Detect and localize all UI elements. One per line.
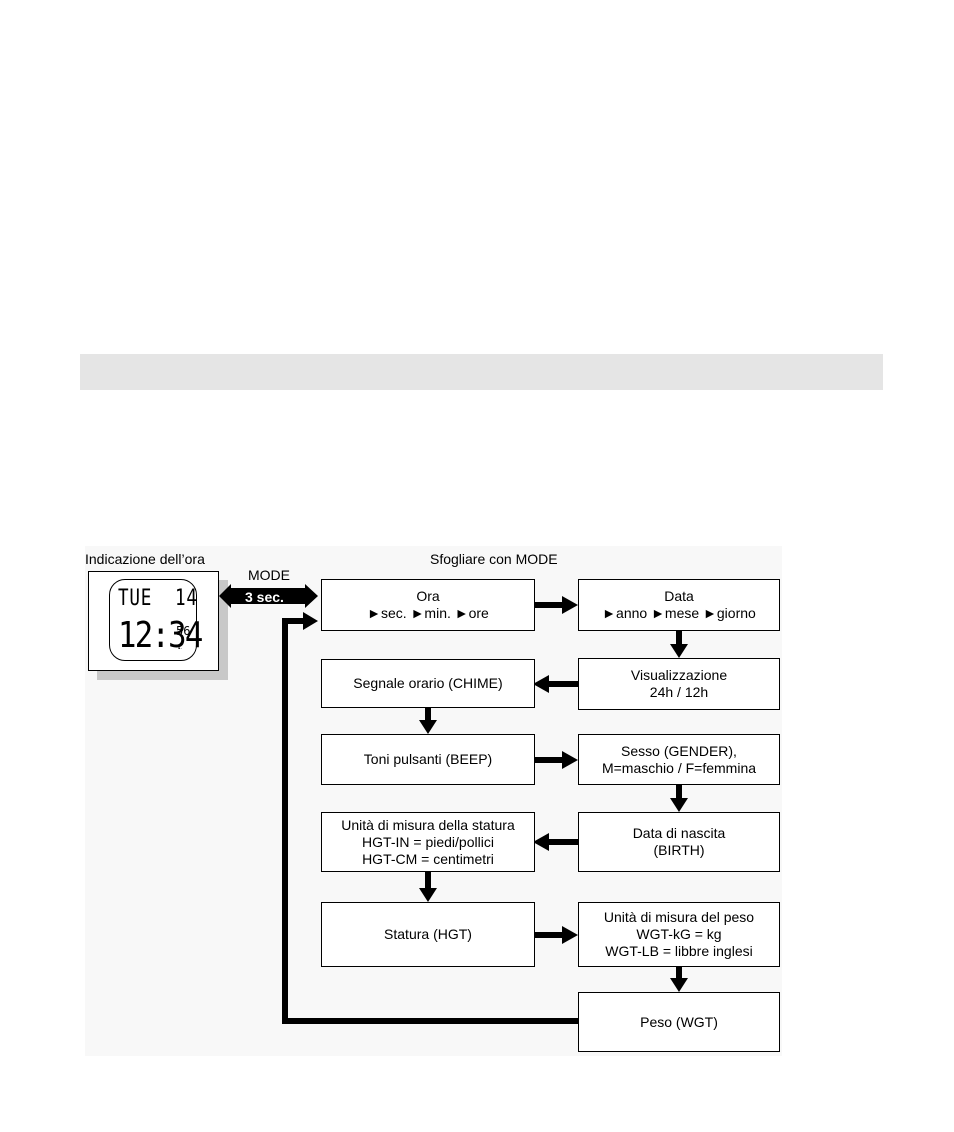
lcd-pm-indicator: ▪·	[178, 646, 183, 652]
step-ora-detail: ►sec. ►min. ►ore	[367, 605, 489, 621]
flow-caption: Sfogliare con MODE	[430, 551, 558, 567]
step-visualizzazione: Visualizzazione 24h / 12h	[578, 658, 780, 710]
step-hgt-unit: Unità di misura della statura HGT-IN = p…	[321, 812, 535, 872]
step-gender: Sesso (GENDER), M=maschio / F=femmina	[578, 734, 780, 785]
header-band	[80, 354, 883, 390]
return-loop-line	[282, 618, 578, 1024]
step-chime: Segnale orario (CHIME)	[321, 659, 535, 708]
return-loop-arrowhead	[303, 612, 318, 630]
mode-label: MODE	[248, 567, 290, 583]
step-ora: Ora ►sec. ►min. ►ore	[321, 579, 535, 631]
step-hgt-unit-title: Unità di misura della statura	[341, 816, 515, 833]
step-birth-title: Data di nascita	[632, 825, 726, 841]
lcd-seconds: 56	[176, 624, 191, 638]
step-gender-title: Sesso (GENDER),	[621, 742, 737, 759]
step-wgt-unit-option-kg: WGT-kG = kg	[636, 926, 722, 942]
step-wgt-unit: Unità di misura del peso WGT-kG = kg WGT…	[578, 902, 780, 967]
step-hgt: Statura (HGT)	[321, 902, 535, 967]
step-hgt-title: Statura (HGT)	[384, 926, 472, 942]
step-hgt-unit-option-cm: HGT-CM = centimetri	[362, 850, 494, 867]
mode-duration: 3 sec.	[245, 589, 284, 605]
step-beep: Toni pulsanti (BEEP)	[321, 734, 535, 785]
step-beep-title: Toni pulsanti (BEEP)	[363, 751, 493, 767]
step-data-title: Data	[664, 588, 694, 604]
step-visualizzazione-detail: 24h / 12h	[649, 684, 709, 700]
step-wgt-unit-title: Unità di misura del peso	[603, 909, 755, 925]
step-visualizzazione-title: Visualizzazione	[630, 667, 728, 683]
lcd-time: 12:34	[118, 615, 203, 656]
step-wgt: Peso (WGT)	[578, 992, 780, 1052]
step-birth: Data di nascita (BIRTH)	[578, 812, 780, 872]
watch-caption: Indicazione dell’ora	[85, 551, 205, 567]
watch-lcd: TUE 14 12:34 56 ▪·	[109, 579, 203, 661]
step-chime-title: Segnale orario (CHIME)	[353, 675, 503, 691]
step-wgt-unit-option-lb: WGT-LB = libbre inglesi	[605, 943, 753, 959]
step-data: Data ►anno ►mese ►giorno	[578, 579, 780, 631]
mode-double-arrow	[219, 584, 318, 608]
step-gender-detail: M=maschio / F=femmina	[601, 759, 757, 776]
step-birth-detail: (BIRTH)	[653, 842, 705, 858]
step-wgt-title: Peso (WGT)	[640, 1013, 718, 1030]
watch-display: TUE 14 12:34 56 ▪·	[88, 571, 219, 671]
step-ora-title: Ora	[416, 588, 440, 604]
step-data-detail: ►anno ►mese ►giorno	[602, 605, 756, 621]
step-hgt-unit-option-in: HGT-IN = piedi/pollici	[362, 833, 494, 850]
